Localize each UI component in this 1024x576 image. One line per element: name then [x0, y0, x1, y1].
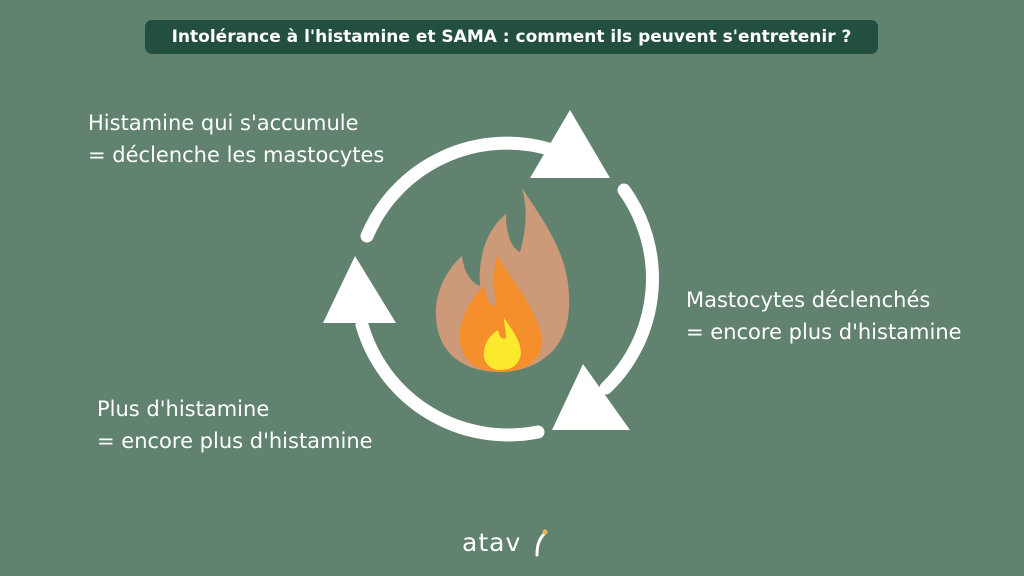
title-text: Intolérance à l'histamine et SAMA : comm…	[171, 27, 852, 47]
cycle-arc-top	[360, 136, 559, 243]
leaf-mark-icon	[535, 529, 548, 557]
arrow-top-icon	[530, 110, 610, 178]
arrow-left-icon	[323, 256, 396, 323]
step-line: Plus d'histamine	[97, 397, 270, 421]
step-accumulation-label: Histamine qui s'accumule = déclenche les…	[88, 107, 384, 171]
page-title: Intolérance à l'histamine et SAMA : comm…	[145, 20, 878, 54]
step-line: Mastocytes déclenchés	[686, 288, 931, 312]
flame-icon	[435, 188, 570, 372]
cycle-arc-bottom	[355, 318, 545, 442]
step-line: = déclenche les mastocytes	[88, 143, 385, 167]
step-mastocytes-label: Mastocytes déclenchés = encore plus d'hi…	[686, 284, 962, 348]
step-line: Histamine qui s'accumule	[88, 111, 359, 135]
step-line: = encore plus d'histamine	[686, 320, 962, 344]
logo-text: atav	[462, 528, 522, 557]
step-line: = encore plus d'histamine	[97, 429, 373, 453]
logo: atav	[462, 528, 521, 557]
arrow-bottom-right-icon	[552, 364, 630, 430]
cycle-arc-right	[599, 183, 659, 395]
step-more-histamine-label: Plus d'histamine = encore plus d'histami…	[97, 393, 373, 457]
